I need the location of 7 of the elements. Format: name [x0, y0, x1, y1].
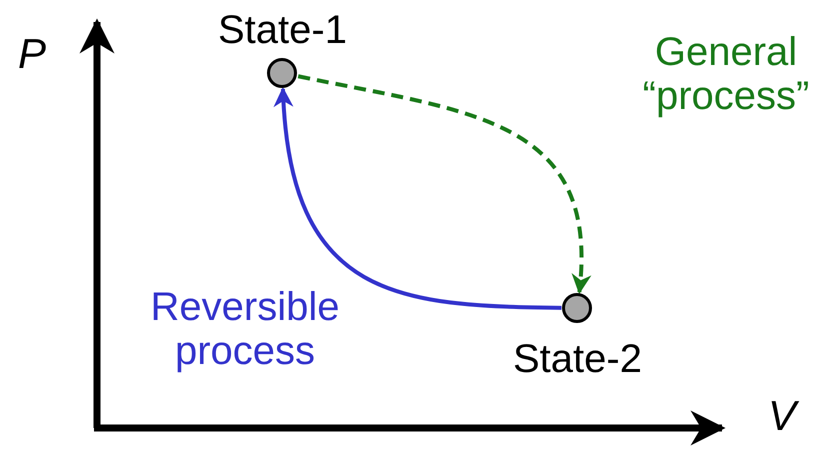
- state-label: State-2: [513, 337, 642, 381]
- edge-label: Reversible process: [150, 285, 340, 373]
- axis-label: P: [18, 30, 46, 78]
- arrow: [298, 74, 590, 294]
- arrow: [274, 87, 562, 310]
- edge-label: General “process”: [642, 30, 810, 118]
- state-label: State-1: [218, 8, 347, 52]
